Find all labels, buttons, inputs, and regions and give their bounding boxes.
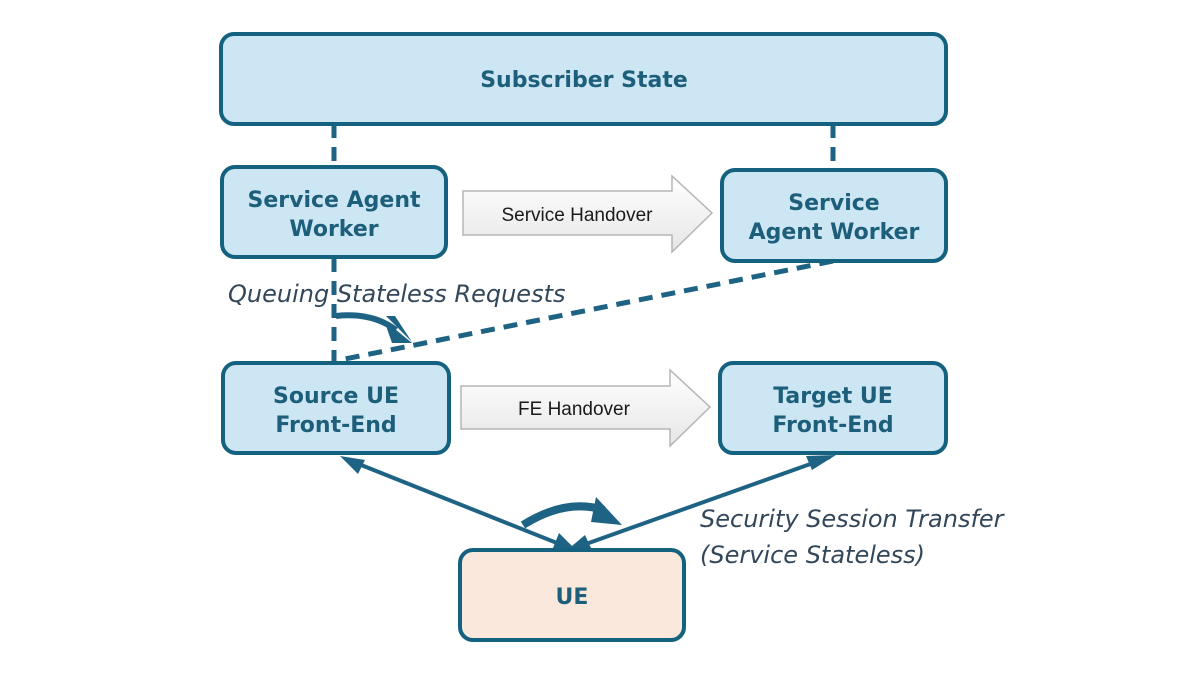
source-fe-line2: Front-End bbox=[275, 413, 396, 438]
subscriber-state-label: Subscriber State bbox=[480, 68, 688, 93]
service-agent-worker-right bbox=[720, 168, 948, 263]
service-handover-arrow bbox=[462, 174, 714, 254]
ue-box bbox=[458, 548, 686, 642]
agent-right-line2: Agent Worker bbox=[749, 220, 920, 245]
subscriber-state-box bbox=[219, 32, 948, 126]
ue-source-link bbox=[345, 457, 573, 551]
ue-source-link-head-top bbox=[340, 456, 365, 474]
service-handover-label: Service Handover bbox=[501, 205, 653, 226]
target-ue-front-end-box bbox=[718, 361, 948, 455]
source-ue-front-end-box bbox=[221, 361, 451, 455]
ue-label: UE bbox=[556, 585, 589, 610]
agent-left-line1: Service Agent bbox=[248, 188, 421, 213]
ue-target-link-head-top bbox=[806, 455, 836, 470]
service-agent-worker-left bbox=[220, 165, 448, 259]
queuing-arrowhead bbox=[386, 316, 412, 342]
security-curved-arrow bbox=[520, 502, 606, 529]
security-arrowhead bbox=[591, 497, 622, 525]
ue-target-link bbox=[571, 455, 831, 551]
agent-right-line1: Service bbox=[788, 191, 879, 216]
target-fe-line1: Target UE bbox=[773, 384, 893, 409]
fe-handover-label: FE Handover bbox=[518, 399, 631, 420]
security-note-line2: (Service Stateless) bbox=[700, 541, 925, 569]
security-note-line1: Security Session Transfer bbox=[700, 505, 1006, 533]
source-fe-line1: Source UE bbox=[273, 384, 399, 409]
target-fe-line2: Front-End bbox=[772, 413, 893, 438]
target-agent-to-source-fe-connector bbox=[339, 258, 834, 363]
agent-left-line2: Worker bbox=[289, 217, 378, 242]
fe-handover-arrow bbox=[460, 368, 712, 448]
queuing-note: Queuing Stateless Requests bbox=[228, 280, 566, 308]
ue-target-link-head-bottom bbox=[566, 535, 591, 551]
